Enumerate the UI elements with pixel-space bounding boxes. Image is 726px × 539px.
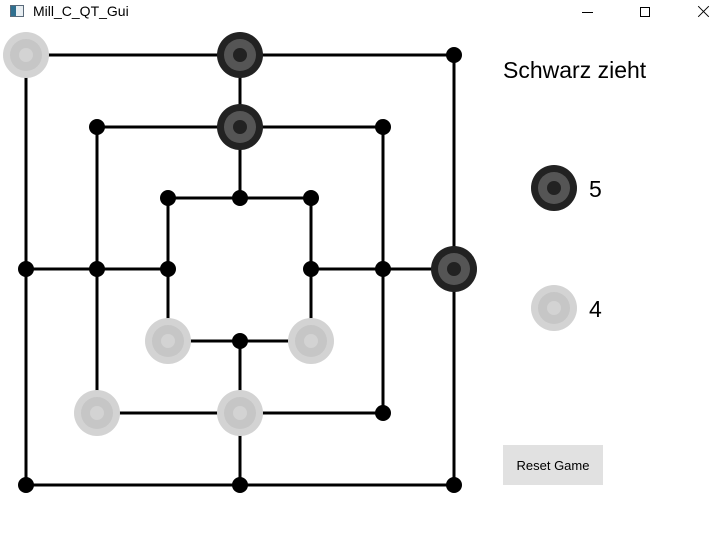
white-piece[interactable] [145, 318, 191, 364]
reset-game-button[interactable]: Reset Game [503, 445, 603, 485]
black-piece[interactable] [431, 246, 477, 292]
maximize-icon [640, 7, 650, 17]
board-point-4[interactable] [18, 261, 34, 277]
app-icon [10, 5, 24, 17]
black-piece[interactable] [217, 32, 263, 78]
board-point-11[interactable] [375, 119, 391, 135]
board-point-8[interactable] [446, 477, 462, 493]
board-point-13[interactable] [375, 261, 391, 277]
board-point-23[interactable] [232, 333, 248, 349]
window-title: Mill_C_QT_Gui [33, 3, 129, 19]
white-piece-count-icon [531, 285, 577, 331]
board-point-3[interactable] [446, 47, 462, 63]
title-bar: Mill_C_QT_Gui [0, 0, 726, 24]
close-button[interactable] [680, 0, 726, 24]
minimize-button[interactable] [564, 0, 610, 24]
board-point-9[interactable] [89, 119, 105, 135]
board-square-3 [166, 196, 313, 343]
white-piece[interactable] [3, 32, 49, 78]
board-point-20[interactable] [160, 261, 176, 277]
black-piece-count: 5 [589, 176, 602, 202]
maximize-button[interactable] [622, 0, 668, 24]
board-point-21[interactable] [303, 261, 319, 277]
white-piece[interactable] [217, 390, 263, 436]
close-icon [697, 6, 709, 18]
white-piece-count: 4 [589, 296, 602, 322]
board-point-19[interactable] [303, 190, 319, 206]
black-piece[interactable] [217, 104, 263, 150]
board-point-18[interactable] [232, 190, 248, 206]
turn-status: Schwarz zieht [503, 57, 647, 83]
game-board [3, 32, 477, 493]
board-point-12[interactable] [89, 261, 105, 277]
board-point-16[interactable] [375, 405, 391, 421]
white-piece[interactable] [288, 318, 334, 364]
board-point-7[interactable] [232, 477, 248, 493]
board-point-6[interactable] [18, 477, 34, 493]
white-piece[interactable] [74, 390, 120, 436]
black-piece-count-icon [531, 165, 577, 211]
minimize-icon [581, 11, 593, 13]
board-point-17[interactable] [160, 190, 176, 206]
board-points [3, 32, 477, 493]
